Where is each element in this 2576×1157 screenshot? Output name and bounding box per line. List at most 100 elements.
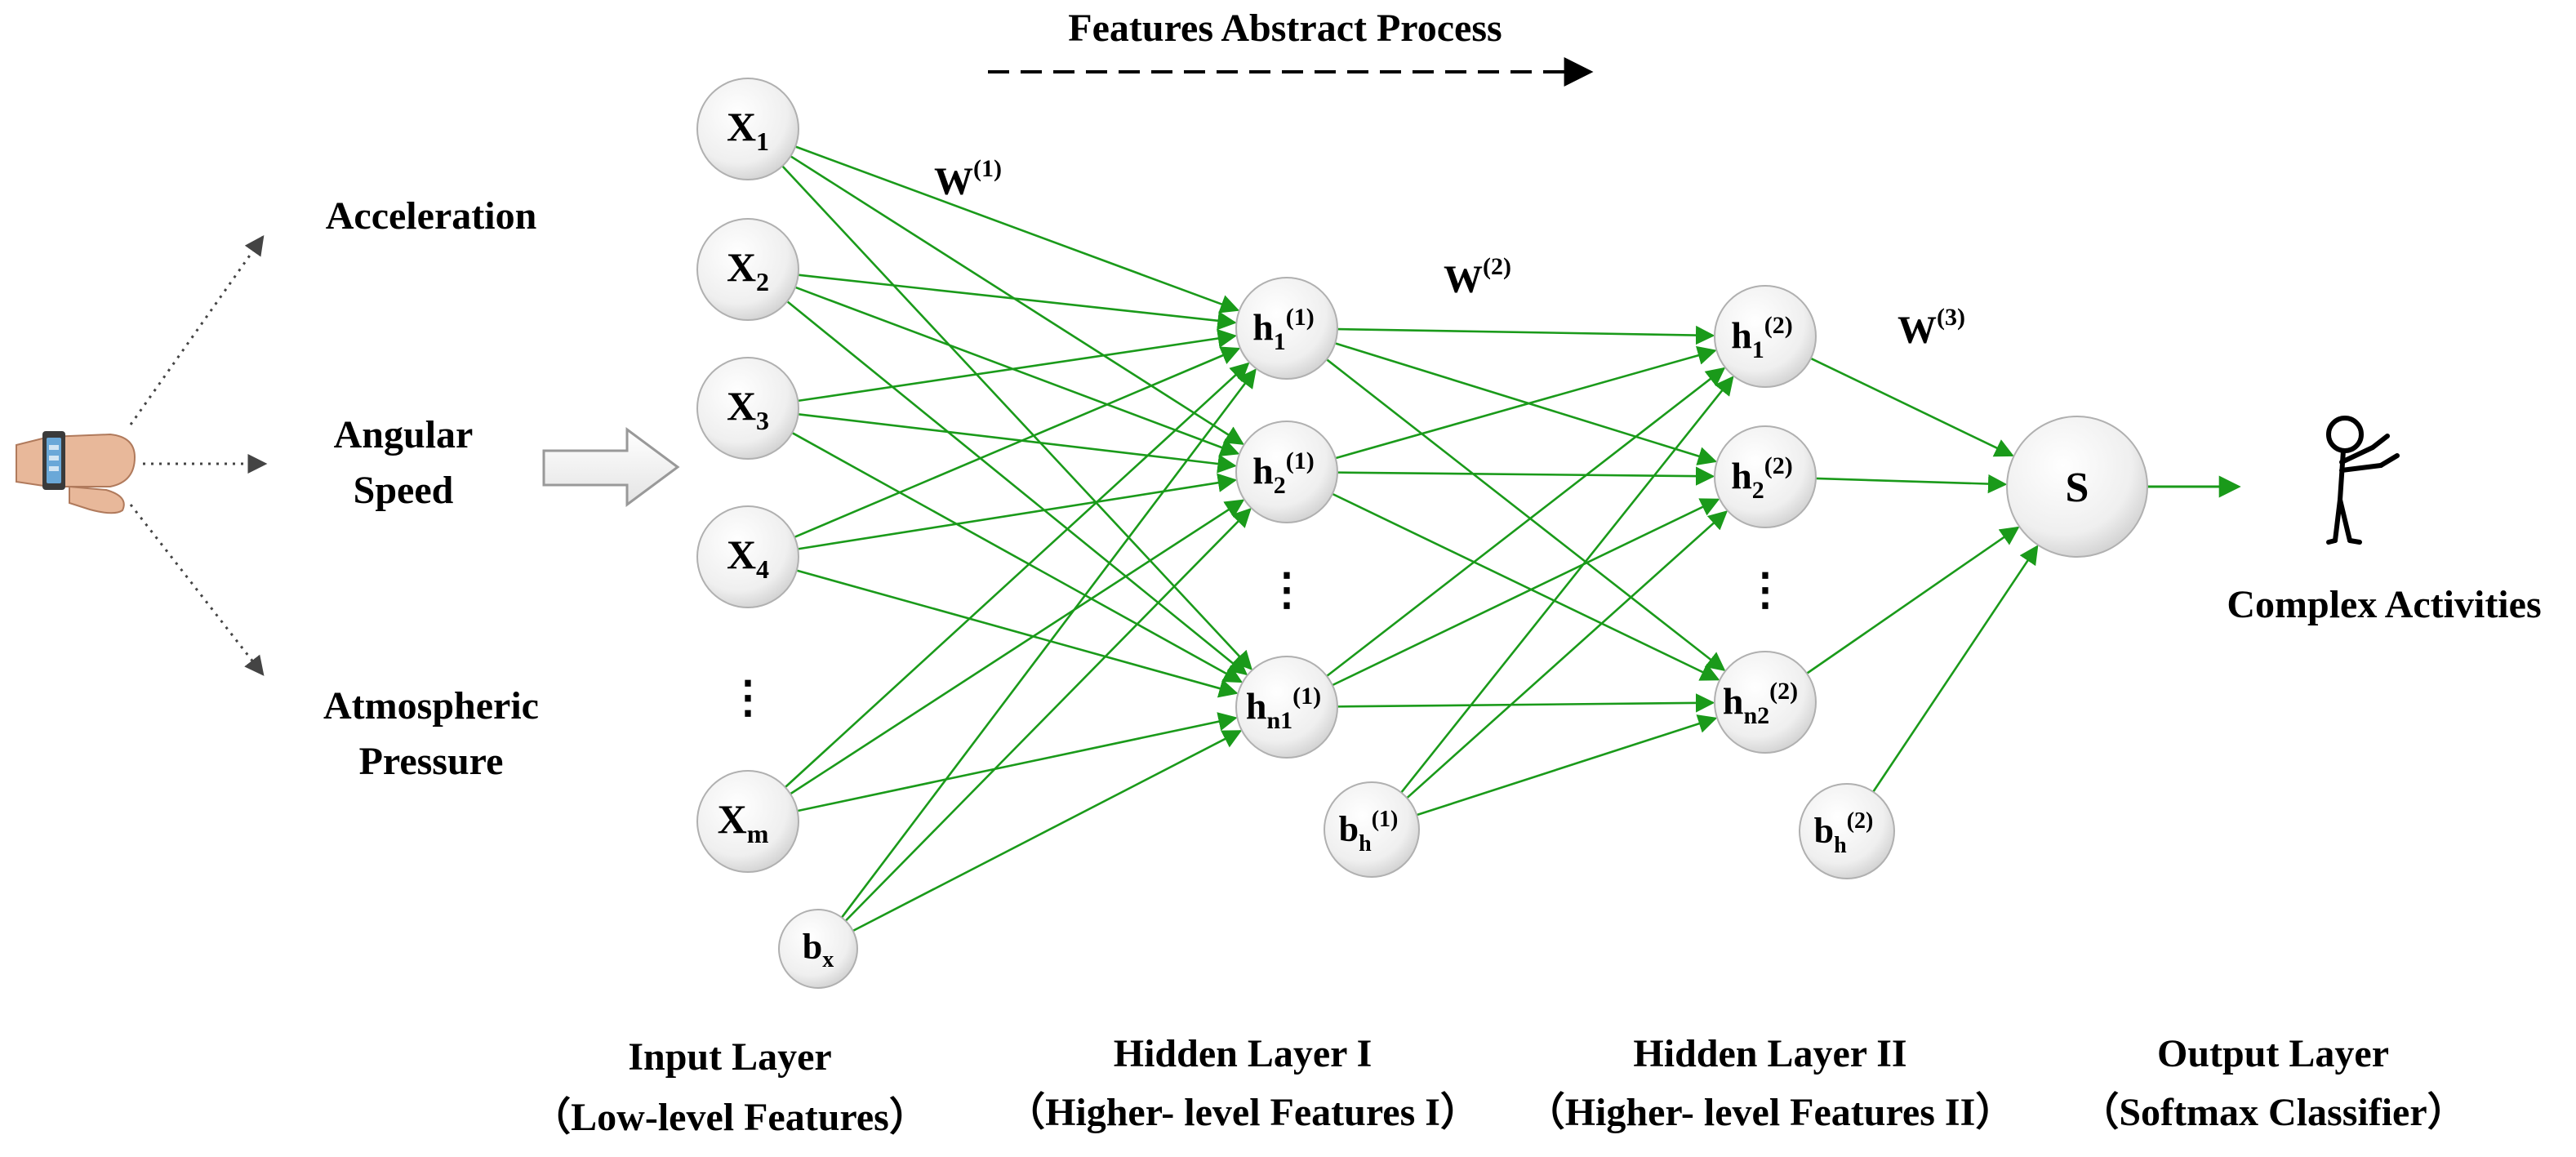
weight-w2-base: W: [1444, 258, 1483, 301]
weight-w3-sup: (3): [1937, 304, 1965, 331]
svg-text:bh(2): bh(2): [1814, 808, 1874, 858]
node-h1-1-sup: (1): [1286, 304, 1315, 331]
weight-w3-base: W: [1898, 309, 1937, 352]
svg-text:X2: X2: [727, 244, 769, 296]
node-h1-1-sub: 1: [1274, 328, 1286, 355]
node-h2-1: h1(2): [1714, 285, 1817, 388]
connection-cn-s: [1806, 526, 2020, 674]
svg-text:hn1(1): hn1(1): [1246, 683, 1321, 734]
node-output-s-label: S: [2066, 465, 2089, 511]
smartwatch-wrist-icon: [16, 431, 136, 514]
node-xm-circle: [696, 770, 799, 873]
node-x4-base: X: [727, 532, 756, 577]
connection-x3-a2: [798, 412, 1237, 474]
svg-text:h1(2): h1(2): [1731, 312, 1793, 363]
node-x3-circle: [696, 357, 799, 460]
svg-text:X1: X1: [727, 104, 769, 156]
node-h2-n2-sup: (2): [1769, 678, 1798, 705]
node-h2-2: h2(2): [1714, 425, 1817, 528]
node-x3-sub: 3: [756, 406, 769, 435]
node-x1-circle: [696, 78, 799, 180]
node-h2-1-base: h: [1731, 314, 1752, 356]
svg-text:W(2): W(2): [1444, 253, 1511, 301]
connection-x1-a1: [794, 145, 1240, 314]
node-h1-n1: hn1(1): [1235, 656, 1338, 759]
connection-x3-a1: [798, 328, 1238, 403]
node-bx: bx: [778, 909, 858, 989]
connection-x4-a1: [794, 346, 1241, 538]
dotted-arrow-acceleration: [129, 235, 265, 425]
connection-an-c1: [1326, 367, 1726, 678]
node-h2-2-circle: [1714, 425, 1817, 528]
hidden2-ellipsis: ⋮: [1743, 565, 1787, 614]
input-arrow-icon: [542, 427, 680, 507]
node-h2-2-sub: 2: [1752, 477, 1764, 504]
node-x2-sub: 2: [756, 267, 769, 296]
node-bh2: bh(2): [1799, 783, 1895, 879]
node-h1-2-base: h: [1252, 450, 1274, 492]
node-xm-base: X: [718, 796, 747, 842]
svg-text:W(1): W(1): [934, 155, 1002, 203]
node-h2-n2: hn2(2): [1714, 651, 1817, 754]
connection-a1-cn: [1326, 358, 1726, 672]
node-x4-circle: [696, 505, 799, 608]
connection-x2-a1: [798, 274, 1237, 331]
connection-x4-an: [796, 569, 1239, 698]
connection-c1-s: [1810, 357, 2014, 457]
node-h2-1-sub: 1: [1752, 336, 1764, 363]
svg-text:X3: X3: [727, 383, 769, 435]
weight-w1-base: W: [934, 160, 973, 203]
node-h1-n1-base: h: [1246, 685, 1267, 727]
connection-bh1-c2: [1406, 510, 1728, 799]
connection-bx-an: [852, 730, 1243, 932]
svg-text:bx: bx: [803, 927, 834, 972]
node-h2-1-circle: [1714, 285, 1817, 388]
node-xm-sub: m: [747, 819, 769, 848]
hidden1-ellipsis: ⋮: [1265, 565, 1309, 614]
svg-text:hn2(2): hn2(2): [1723, 678, 1798, 729]
weight-w1-sup: (1): [973, 155, 1002, 182]
node-h1-n1-circle: [1235, 656, 1338, 759]
svg-text:bh(1): bh(1): [1339, 807, 1399, 857]
layer-output-title: Output Layer: [2157, 1032, 2389, 1075]
node-x1-base: X: [727, 104, 756, 149]
node-output-s-circle: [2006, 416, 2148, 558]
connection-xm-a1: [784, 362, 1250, 789]
connection-xm-an: [797, 712, 1238, 812]
connection-bh2-s: [1872, 545, 2039, 793]
connection-x1-a2: [790, 155, 1244, 445]
node-bh2-base: b: [1814, 811, 1834, 851]
connection-bh1-cn: [1416, 714, 1718, 817]
node-x1: X1: [696, 78, 799, 180]
node-x2: X2: [696, 218, 799, 321]
connection-x3-an: [791, 431, 1244, 683]
connection-a2-c1: [1335, 345, 1717, 460]
svg-text:X4: X4: [727, 532, 769, 584]
node-h2-1-sup: (2): [1764, 312, 1793, 339]
node-x4: X4: [696, 505, 799, 608]
node-x4-sub: 4: [756, 554, 769, 584]
layer-input-title: Input Layer: [628, 1035, 831, 1079]
process-title: Features Abstract Process: [1068, 7, 1502, 50]
layer-input-subtitle: （Low-level Features）: [532, 1096, 928, 1139]
sensor-pressure-label-line2: Pressure: [359, 740, 504, 783]
node-h1-2-sup: (1): [1286, 447, 1315, 474]
node-bx-sub: x: [822, 947, 834, 972]
node-x3-base: X: [727, 383, 756, 429]
svg-text:h2(1): h2(1): [1252, 447, 1315, 499]
sensor-acceleration-label: Acceleration: [326, 194, 537, 238]
sensor-pressure-label-line1: Atmospheric: [323, 684, 539, 728]
connection-bx-a2: [844, 507, 1252, 922]
layer-hidden1-subtitle: （Higher- level Features I）: [1006, 1091, 1479, 1134]
node-x1-sub: 1: [756, 127, 769, 156]
node-h2-n2-sub: n2: [1743, 702, 1769, 729]
node-h1-1: h1(1): [1235, 277, 1338, 380]
node-h1-1-base: h: [1252, 306, 1274, 348]
connection-a1-c1: [1337, 325, 1715, 345]
node-bh1: bh(1): [1324, 781, 1420, 878]
node-output-s: S: [2006, 416, 2148, 558]
node-bh1-sub: h: [1359, 831, 1372, 857]
node-bh2-circle: [1799, 783, 1895, 879]
node-x3: X3: [696, 357, 799, 460]
node-bh2-sub: h: [1834, 833, 1847, 858]
